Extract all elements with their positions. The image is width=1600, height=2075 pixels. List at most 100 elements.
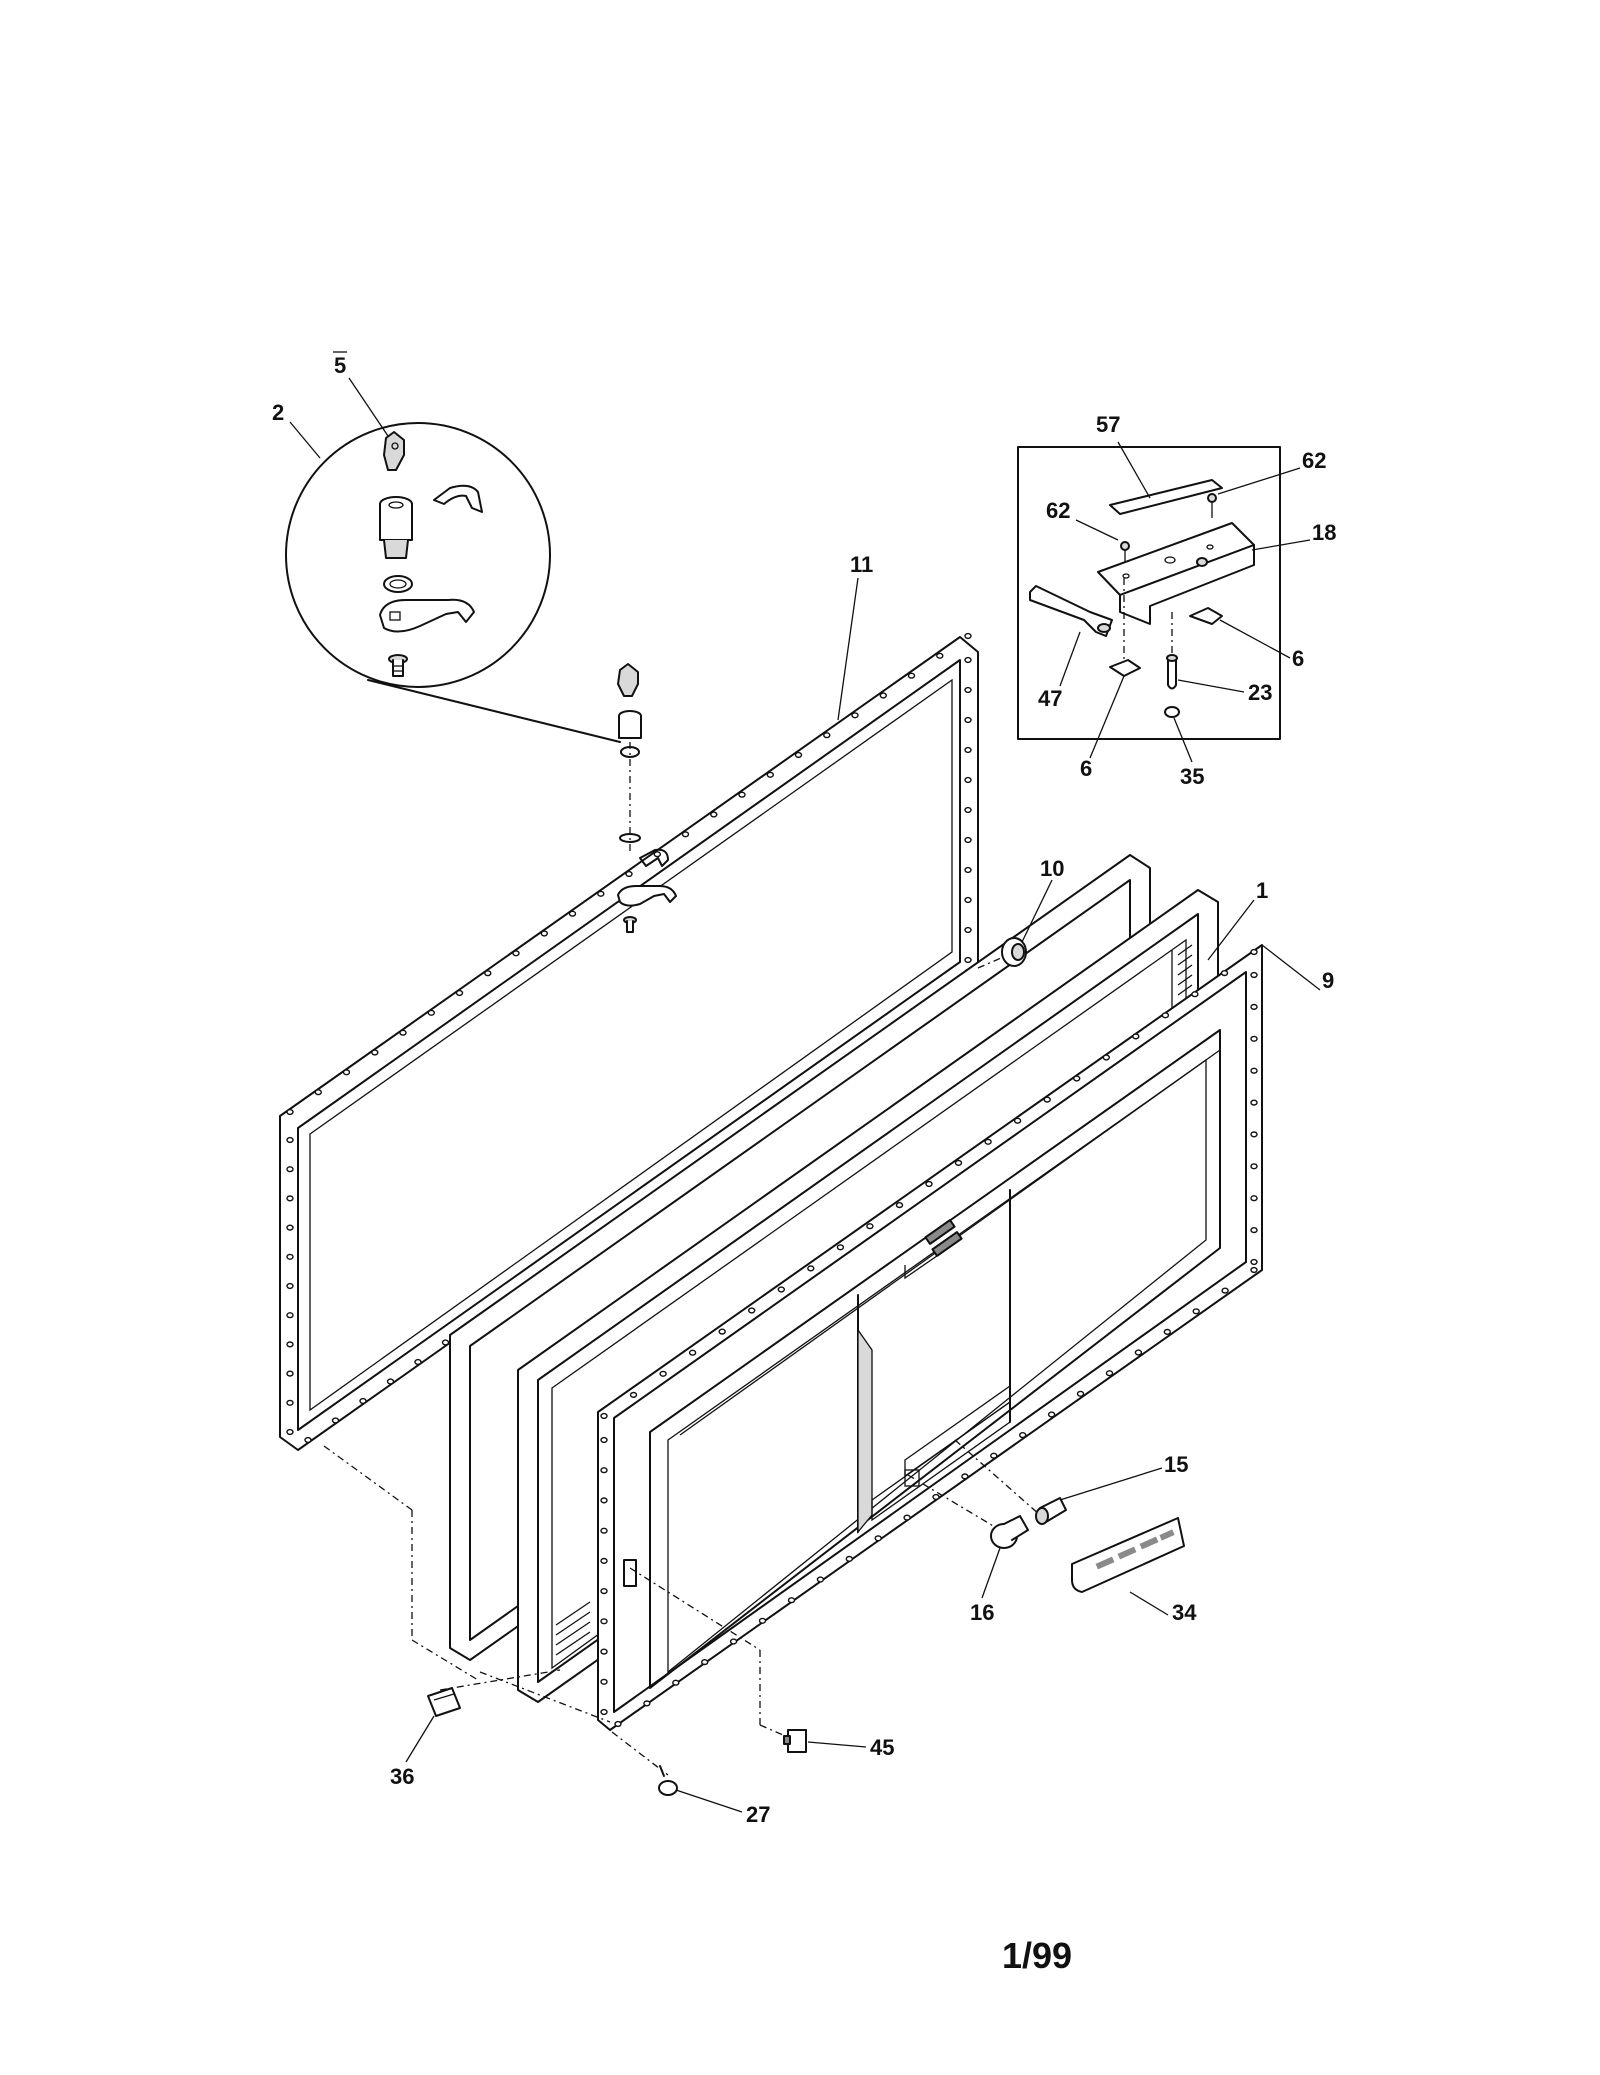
callout-62-right: 62: [1302, 448, 1326, 473]
screw-hole: [286, 1224, 294, 1231]
screw-hole: [1250, 1266, 1258, 1274]
screw-hole: [286, 1195, 294, 1202]
screw-hole: [964, 866, 972, 874]
screw-hole: [964, 926, 972, 934]
screw-hole: [961, 1473, 969, 1480]
screw-hole: [895, 1201, 904, 1209]
part-9-inner-door-panel: [597, 944, 1263, 1731]
screw-hole: [758, 1617, 767, 1624]
screw-hole: [540, 930, 548, 937]
screw-hole: [1250, 1003, 1258, 1011]
screw-hole: [1161, 1012, 1170, 1019]
screw-hole: [936, 652, 944, 659]
screw-hole: [286, 1136, 294, 1144]
screw-hole: [777, 1286, 785, 1293]
callout-16: 16: [970, 1600, 994, 1625]
screw-hole: [659, 1370, 667, 1377]
callout-labels: 5 2 11 57 62 62 18 6 47 23 6 35 10 1 9 1…: [272, 351, 1336, 1827]
callout-9: 9: [1322, 968, 1334, 993]
screw-hole: [1250, 1163, 1258, 1170]
screw-hole: [441, 1339, 450, 1346]
screw-hole: [399, 1029, 407, 1036]
callout-2: 2: [272, 400, 284, 425]
screw-hole: [836, 1244, 845, 1251]
screw-hole: [1134, 1349, 1143, 1356]
screw-hole: [738, 791, 746, 798]
screw-hole: [286, 1370, 294, 1377]
screw-hole: [286, 1312, 294, 1319]
screw-hole: [701, 1658, 709, 1666]
screw-hole: [286, 1108, 294, 1116]
screw-hole: [1250, 1258, 1258, 1266]
callout-18: 18: [1312, 520, 1336, 545]
screw-hole: [964, 836, 972, 844]
part-36-hinge-plate: [427, 1687, 461, 1717]
screw-hole: [729, 1638, 738, 1645]
screw-hole: [614, 1720, 622, 1728]
callout-6-left: 6: [1080, 756, 1092, 781]
screw-hole: [851, 712, 859, 719]
screw-hole: [1043, 1096, 1051, 1103]
screw-hole: [1013, 1117, 1022, 1124]
screw-hole: [681, 831, 690, 838]
callout-23: 23: [1248, 680, 1272, 705]
screw-hole: [643, 1700, 651, 1707]
screw-hole: [688, 1349, 697, 1356]
screw-hole: [672, 1679, 680, 1686]
screw-hole: [1250, 1099, 1258, 1106]
screw-hole: [1250, 971, 1258, 979]
screw-hole: [600, 1678, 608, 1685]
screw-hole: [600, 1412, 608, 1420]
screw-hole: [964, 896, 972, 904]
liner-lower-rib: [555, 1601, 591, 1656]
part-45-light-switch: [783, 1729, 807, 1753]
screw-hole: [653, 851, 661, 858]
screw-hole: [286, 1166, 294, 1173]
callout-15: 15: [1164, 1452, 1188, 1477]
screw-hole: [1192, 1308, 1200, 1315]
screw-hole: [845, 1555, 853, 1563]
screw-hole: [964, 806, 972, 814]
screw-hole: [568, 910, 577, 917]
screw-hole: [964, 956, 972, 964]
screw-hole: [331, 1417, 340, 1424]
screw-hole: [304, 1436, 312, 1444]
screw-hole: [710, 811, 718, 818]
part-10-bumper: [1001, 937, 1027, 967]
screw-hole: [600, 1618, 608, 1625]
screw-hole: [600, 1557, 608, 1565]
callout-6-right: 6: [1292, 646, 1304, 671]
screw-hole: [414, 1358, 422, 1366]
screw-hole: [286, 1341, 294, 1348]
screw-hole: [1191, 991, 1199, 998]
screw-hole: [984, 1138, 992, 1145]
screw-hole: [455, 989, 464, 997]
screw-hole: [807, 1265, 815, 1272]
screw-hole: [1047, 1411, 1056, 1418]
screw-hole: [629, 1391, 638, 1399]
callout-5: 5: [334, 353, 346, 378]
screw-hole: [286, 1253, 294, 1260]
screw-hole: [286, 1399, 294, 1406]
part-15-switch: [1035, 1497, 1067, 1525]
screw-hole: [386, 1378, 395, 1385]
screw-hole: [866, 1223, 874, 1230]
screw-hole: [359, 1397, 367, 1405]
callout-10: 10: [1040, 856, 1064, 881]
screw-hole: [484, 970, 492, 977]
screw-hole: [1102, 1054, 1111, 1061]
screw-hole: [1250, 1195, 1258, 1202]
callout-34: 34: [1172, 1600, 1197, 1625]
screw-hole: [907, 672, 916, 679]
screw-hole: [427, 1009, 435, 1016]
screw-hole: [964, 716, 972, 724]
screw-hole: [286, 1428, 294, 1436]
screw-hole: [1220, 969, 1229, 977]
screw-hole: [1250, 1131, 1258, 1138]
screw-hole: [925, 1180, 933, 1188]
screw-hole: [964, 686, 972, 694]
screw-hole: [964, 746, 972, 754]
screw-hole: [600, 1497, 608, 1504]
screw-hole: [766, 771, 774, 778]
screw-hole: [1250, 1067, 1258, 1074]
